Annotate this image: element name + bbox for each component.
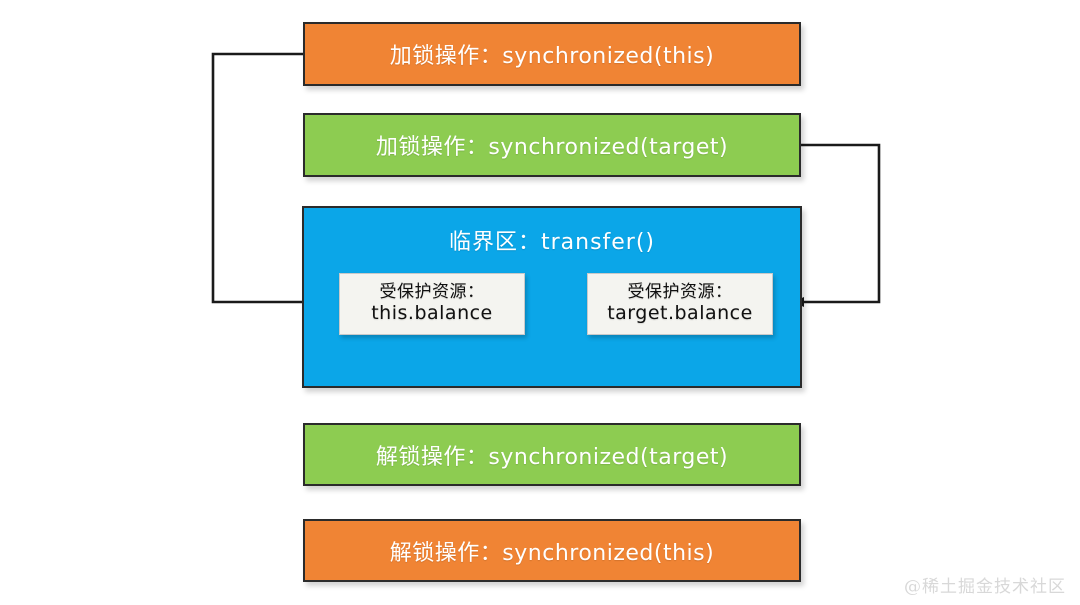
step-box-unlock-target[interactable]: 解锁操作：synchronized(target)	[303, 423, 801, 486]
critical-section-title: 临界区：transfer()	[448, 230, 656, 255]
step-box-unlock-this[interactable]: 解锁操作：synchronized(this)	[303, 519, 801, 582]
connector-lock-target-to-target-balance	[793, 143, 881, 307]
step-box-lock-target[interactable]: 加锁操作：synchronized(target)	[303, 113, 801, 177]
protected-resource-target-balance[interactable]: 受保护资源： target.balance	[587, 273, 773, 335]
protected-resource-name: this.balance	[371, 301, 493, 324]
protected-resource-caption: 受保护资源：	[379, 282, 485, 303]
protected-resource-name: target.balance	[607, 301, 753, 324]
step-box-critical-section[interactable]: 临界区：transfer() 受保护资源： this.balance 受保护资源…	[302, 206, 802, 388]
connector-lock-this-to-this-balance	[211, 52, 329, 307]
protected-resource-this-balance[interactable]: 受保护资源： this.balance	[339, 273, 525, 335]
watermark: @稀土掘金技术社区	[904, 577, 1066, 597]
protected-resource-caption: 受保护资源：	[627, 282, 733, 303]
step-box-lock-this[interactable]: 加锁操作：synchronized(this)	[303, 22, 801, 86]
